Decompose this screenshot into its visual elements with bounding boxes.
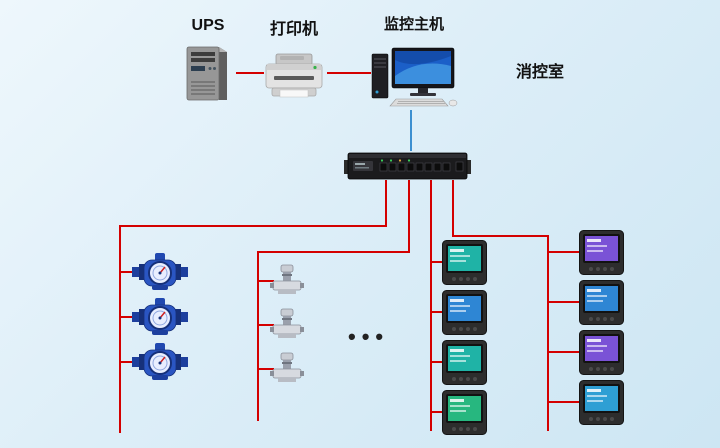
line-branch-meter-column-1 — [430, 180, 444, 431]
monitoring-host-icon — [371, 47, 458, 107]
water-meter-1 — [132, 252, 188, 292]
power-meter-1-2 — [442, 290, 487, 335]
valve-device-3 — [270, 352, 304, 386]
host-device — [370, 46, 458, 108]
data-collector-icon — [344, 152, 471, 180]
control-room-label: 消控室 — [515, 64, 564, 81]
valve-icon — [270, 264, 304, 294]
valve-device-1 — [270, 264, 304, 298]
power-meter-1-1 — [442, 240, 487, 285]
ellipsis-more-devices: ••• — [348, 324, 390, 349]
water-meter-3 — [132, 342, 188, 382]
collector-device — [344, 152, 471, 180]
water-meter-icon — [132, 298, 188, 335]
ups-label: UPS — [191, 17, 225, 34]
power-meter-icon — [579, 330, 624, 375]
water-meter-icon — [132, 253, 188, 290]
line-branch-meter-column-2 — [452, 180, 581, 431]
power-meter-2-1 — [579, 230, 624, 275]
power-meter-icon — [579, 280, 624, 325]
printer-label: 打印机 — [269, 21, 318, 38]
host-label: 监控主机 — [383, 16, 444, 33]
water-meter-2 — [132, 297, 188, 337]
ups-device — [183, 44, 233, 102]
power-meter-2-3 — [579, 330, 624, 375]
power-meter-icon — [442, 340, 487, 385]
printer-device — [262, 52, 326, 102]
power-meter-1-4 — [442, 390, 487, 435]
power-meter-icon — [579, 230, 624, 275]
line-branch-water-meters — [119, 180, 387, 433]
power-meter-icon — [442, 290, 487, 335]
water-meter-icon — [132, 343, 188, 380]
valve-icon — [270, 352, 304, 382]
line-branch-valves — [257, 180, 410, 421]
valve-device-2 — [270, 308, 304, 342]
power-meter-icon — [442, 240, 487, 285]
printer-icon — [265, 53, 323, 98]
power-meter-icon — [579, 380, 624, 425]
valve-icon — [270, 308, 304, 338]
power-meter-2-4 — [579, 380, 624, 425]
power-meter-1-3 — [442, 340, 487, 385]
power-meter-2-2 — [579, 280, 624, 325]
ups-tower-icon — [186, 46, 227, 101]
power-meter-icon — [442, 390, 487, 435]
